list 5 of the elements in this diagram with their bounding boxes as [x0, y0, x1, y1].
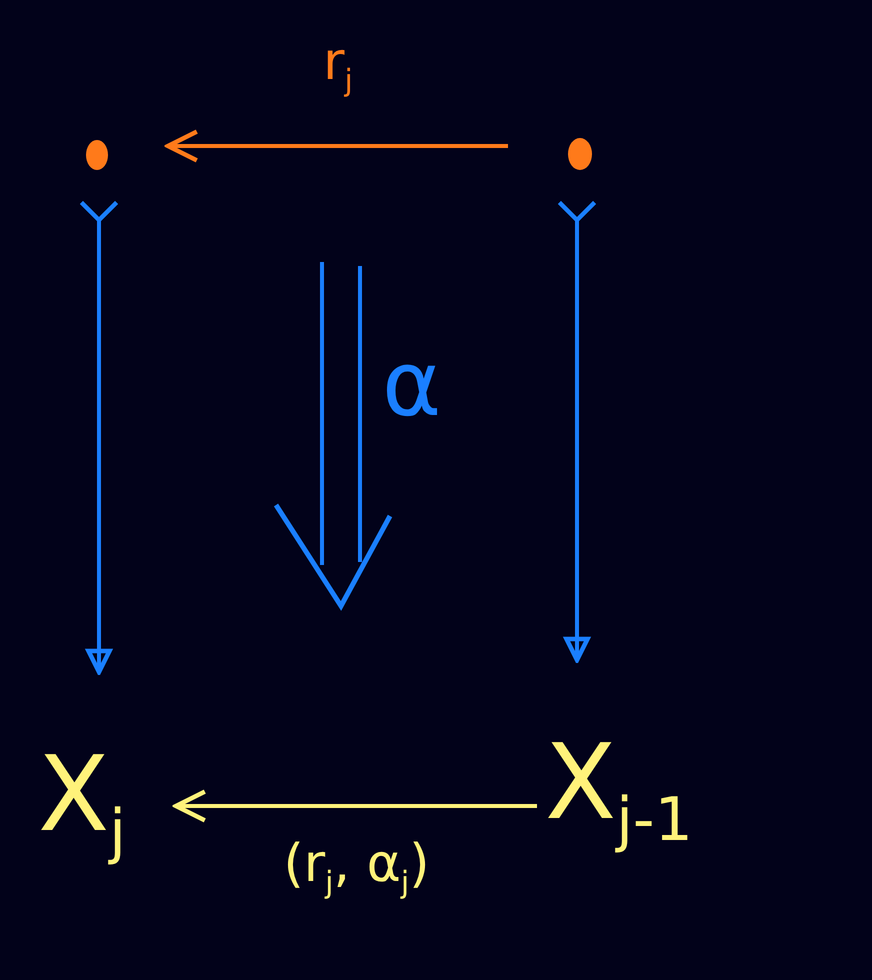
object-label: X$_{j}$ — [38, 742, 127, 862]
cell-label: α — [382, 340, 442, 430]
object-label: X$_{j-1}$ — [545, 730, 694, 850]
dot — [568, 138, 592, 170]
dot — [86, 140, 108, 170]
